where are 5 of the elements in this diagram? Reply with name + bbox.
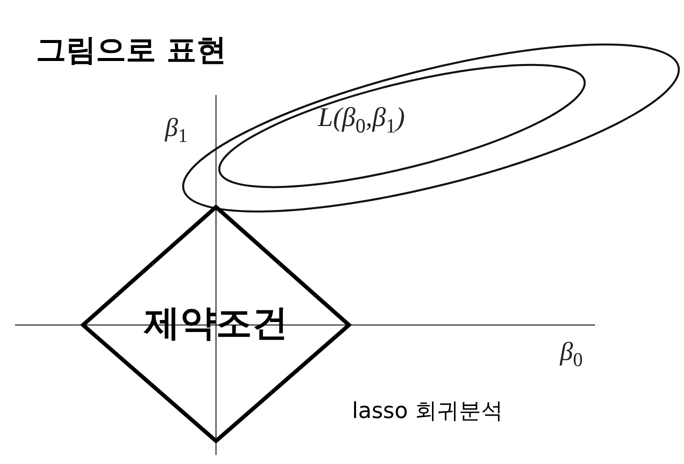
title: 그림으로 표현 xyxy=(36,32,226,70)
axis-label: β$_{0}$ xyxy=(560,337,583,372)
axis-label: β$_{1}$ xyxy=(165,113,188,148)
caption-text: lasso 회귀분석 xyxy=(352,398,503,426)
loss-function-label: L(β$_{0}$,β$_{1}$) xyxy=(318,102,405,138)
